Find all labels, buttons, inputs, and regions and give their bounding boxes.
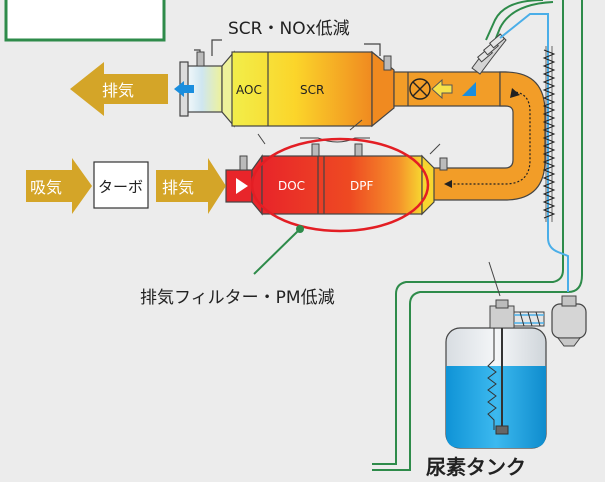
dpf-label: DPF [350,179,373,193]
doc-label: DOC [278,179,305,193]
turbo-box [93,161,149,209]
filter-pm-label: 排気フィルター・PM低減 [140,288,335,308]
exhaust-in-arrow [156,158,226,214]
blue-outlet-arrow [174,81,194,97]
urea-liquid [446,366,546,448]
scr-label: SCR [300,83,324,97]
urea-tank-label: 尿素タンク [426,455,526,479]
flow-arrow-icon [431,78,453,100]
scr-canister [231,51,373,127]
exhaust-in-label: 排気 [162,178,194,197]
blue-dosing-line [499,13,569,292]
intake-arrow [26,158,92,214]
urea-pump [551,303,587,339]
scr-nox-label: SCR・NOx低減 [228,19,350,39]
exhaust-out-label: 排気 [102,81,134,100]
injector-spray-icon [462,82,476,96]
exhaust-out-arrow [70,62,168,116]
intake-label: 吸気 [30,178,62,197]
legend-box [4,0,166,42]
green-pipe-lines [372,0,583,471]
urea-injector [471,33,507,75]
turbo-label: ターボ [98,178,143,196]
aoc-label: AOC [236,83,262,97]
zigzag-coil-icon [542,46,556,222]
dpf-highlight-ring [250,137,430,233]
